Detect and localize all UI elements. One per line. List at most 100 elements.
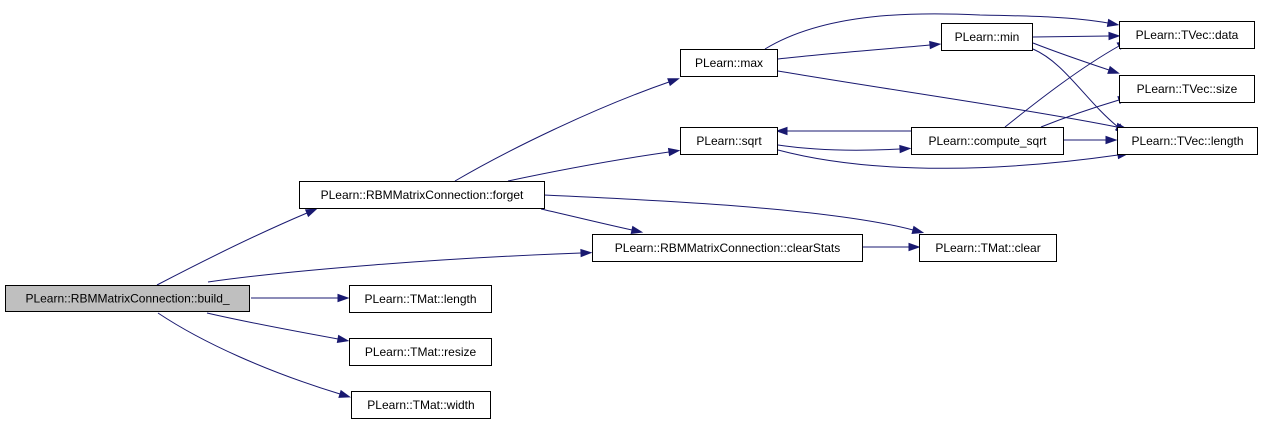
node-label: PLearn::min (955, 30, 1020, 44)
edge-line (207, 252, 582, 283)
edge-max-to-tvec-data (764, 13, 1120, 50)
edge-build-to-forget (156, 208, 318, 286)
edge-build-to-tmat-resize (206, 312, 350, 344)
edge-arrowhead (304, 208, 318, 218)
edge-compute-sqrt-to-tvec-length (1063, 135, 1118, 145)
node-box (592, 234, 863, 262)
edge-arrowhead (1108, 31, 1121, 41)
edge-line (1032, 48, 1119, 128)
node-label: PLearn::max (695, 56, 763, 70)
edge-line (157, 312, 341, 395)
edge-line (1032, 35, 1110, 38)
node-box (349, 338, 492, 366)
node-tmat-length[interactable]: PLearn::TMat::length (349, 285, 492, 313)
node-tvec-size[interactable]: PLearn::TVec::size (1119, 75, 1255, 103)
edge-line (764, 13, 1109, 50)
edge-arrowhead (911, 225, 925, 234)
node-label: PLearn::TVec::length (1131, 134, 1243, 148)
node-tvec-length[interactable]: PLearn::TVec::length (1117, 127, 1258, 155)
edge-compute-sqrt-to-tvec-size (1040, 96, 1131, 128)
edge-forget-to-max (454, 78, 680, 182)
edge-build-to-clearStats (207, 248, 593, 283)
edge-line (156, 212, 308, 286)
nodes-layer: PLearn::RBMMatrixConnection::build_PLear… (5, 21, 1258, 419)
edge-max-to-min (777, 40, 942, 60)
edge-arrowhead (1105, 135, 1118, 145)
edge-arrowhead (336, 334, 350, 344)
edge-forget-to-clearStats (540, 208, 644, 235)
node-forget[interactable]: PLearn::RBMMatrixConnection::forget (299, 181, 545, 209)
edge-line (1032, 42, 1110, 71)
edge-line (777, 149, 1119, 169)
edge-build-to-tmat-width (157, 312, 352, 398)
edge-max-to-tvec-length (777, 70, 1129, 132)
node-box (1119, 75, 1255, 103)
edge-arrowhead (337, 293, 350, 303)
node-box (680, 49, 778, 77)
node-tmat-width[interactable]: PLearn::TMat::width (351, 391, 491, 419)
edge-arrowhead (908, 242, 921, 252)
edges-layer (156, 13, 1131, 398)
edge-line (507, 151, 670, 182)
edge-forget-to-tmat-clear (543, 194, 925, 234)
edge-clearStats-to-tmat-clear (862, 242, 921, 252)
node-label: PLearn::compute_sqrt (928, 134, 1047, 148)
edge-forget-to-sqrt (507, 147, 681, 182)
node-max[interactable]: PLearn::max (680, 49, 778, 77)
edge-arrowhead (667, 78, 680, 87)
node-label: PLearn::RBMMatrixConnection::clearStats (615, 241, 840, 255)
node-box (5, 285, 250, 312)
edge-compute-sqrt-to-tvec-data (1004, 40, 1130, 128)
node-label: PLearn::sqrt (696, 134, 762, 148)
edge-arrowhead (899, 144, 912, 154)
node-sqrt[interactable]: PLearn::sqrt (680, 127, 778, 155)
edge-arrowhead (338, 389, 352, 398)
edge-sqrt-to-compute-sqrt (777, 144, 912, 154)
node-box (349, 285, 492, 313)
node-box (299, 181, 545, 209)
edge-arrowhead (1106, 18, 1120, 28)
edge-line (206, 312, 339, 340)
edge-line (540, 208, 633, 231)
edge-min-to-tvec-size (1032, 42, 1120, 74)
node-label: PLearn::TMat::resize (365, 345, 477, 359)
edge-line (543, 194, 914, 231)
node-box (919, 234, 1057, 262)
edge-compute-sqrt-to-sqrt (775, 126, 911, 136)
edge-line (454, 81, 670, 182)
node-label: PLearn::TMat::clear (935, 241, 1040, 255)
node-label: PLearn::RBMMatrixConnection::forget (321, 188, 524, 202)
edge-arrowhead (630, 225, 644, 235)
edge-arrowhead (667, 147, 681, 157)
node-label: PLearn::TMat::width (367, 398, 474, 412)
node-build[interactable]: PLearn::RBMMatrixConnection::build_ (5, 285, 250, 312)
node-clearStats[interactable]: PLearn::RBMMatrixConnection::clearStats (592, 234, 863, 262)
node-label: PLearn::TVec::data (1136, 28, 1239, 42)
node-box (941, 23, 1033, 51)
node-tmat-resize[interactable]: PLearn::TMat::resize (349, 338, 492, 366)
edge-arrowhead (775, 126, 788, 136)
edge-line (1040, 99, 1120, 128)
edge-arrowhead (1107, 65, 1120, 74)
node-box (1117, 127, 1258, 155)
edge-line (777, 44, 931, 60)
node-compute-sqrt[interactable]: PLearn::compute_sqrt (911, 127, 1064, 155)
node-label: PLearn::TMat::length (364, 292, 476, 306)
edge-min-to-tvec-data (1032, 31, 1121, 41)
edge-arrowhead (929, 40, 942, 50)
edge-line (777, 70, 1118, 128)
node-box (680, 127, 778, 155)
node-label: PLearn::TVec::size (1137, 82, 1238, 96)
node-box (1119, 21, 1255, 49)
node-label: PLearn::RBMMatrixConnection::build_ (25, 292, 229, 306)
edge-line (777, 144, 901, 151)
node-box (911, 127, 1064, 155)
node-box (351, 391, 491, 419)
node-tvec-data[interactable]: PLearn::TVec::data (1119, 21, 1255, 49)
node-min[interactable]: PLearn::min (941, 23, 1033, 51)
edge-arrowhead (580, 248, 593, 258)
node-tmat-clear[interactable]: PLearn::TMat::clear (919, 234, 1057, 262)
edge-min-to-tvec-length (1032, 48, 1127, 135)
edge-line (1004, 45, 1120, 128)
